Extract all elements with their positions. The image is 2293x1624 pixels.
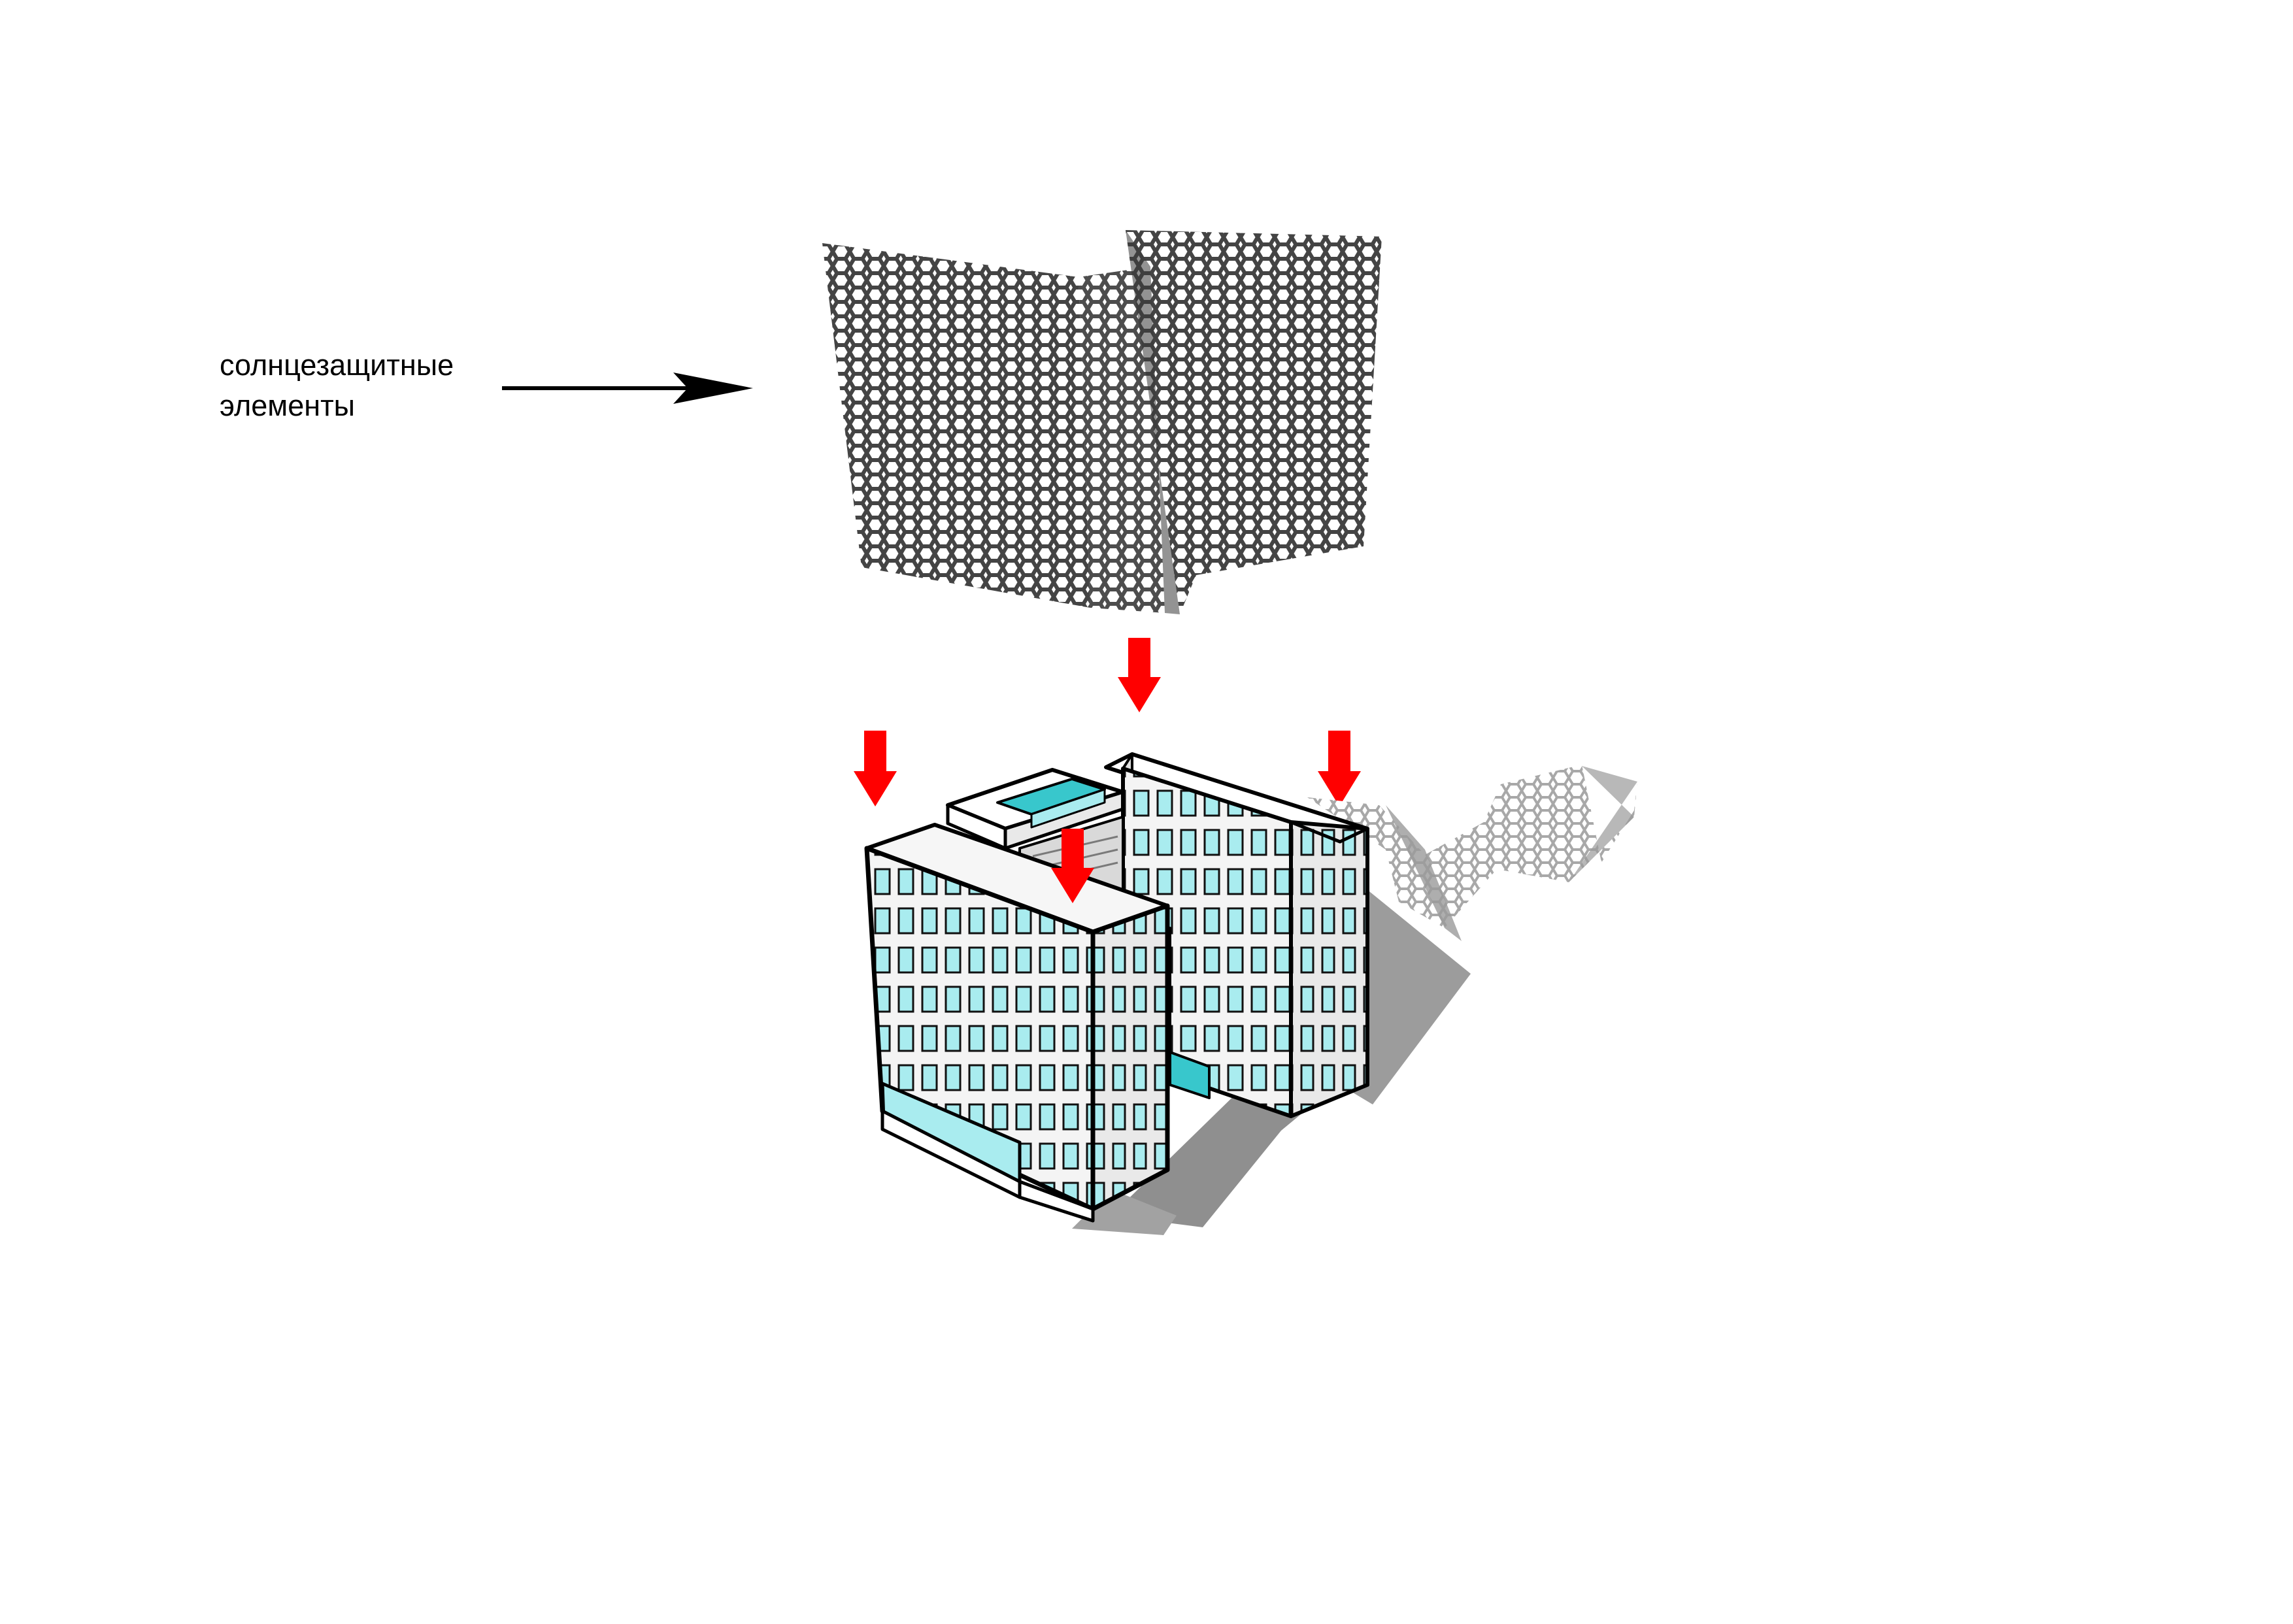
annotation-line-2: элементы: [220, 389, 356, 422]
annotation-line-1: солнцезащитные: [220, 348, 454, 382]
mesh-shadow-edge: [1569, 766, 1637, 882]
mesh-shadow-fold: [1386, 805, 1462, 941]
mesh-panel-right: [1126, 230, 1382, 614]
arrow-down-icon: [854, 731, 897, 806]
shadow-base: [1072, 1189, 1177, 1235]
mesh-fold-edge: [1126, 230, 1180, 614]
arrow-down-icon: [1118, 638, 1161, 712]
red-arrows: [854, 638, 1361, 806]
mesh-shadow-pattern: [1307, 765, 1637, 928]
sunshade-mesh-elements: [822, 230, 1382, 614]
building: [864, 752, 1369, 1223]
back-wing-side: [1289, 820, 1369, 1118]
mesh-shadow: [1307, 765, 1637, 941]
shadow-back-wing: [1340, 889, 1471, 1104]
front-wing-side: [1090, 903, 1170, 1212]
mesh-panel-left: [822, 243, 1090, 608]
back-wing-base-glass: [1169, 1051, 1211, 1099]
annotation-label: солнцезащитные элементы: [220, 345, 560, 426]
arrow-down-icon: [1051, 829, 1094, 903]
arrow-right-head: [673, 373, 753, 404]
leader-arrow: [502, 373, 753, 404]
arrow-down-icon: [1318, 731, 1361, 806]
